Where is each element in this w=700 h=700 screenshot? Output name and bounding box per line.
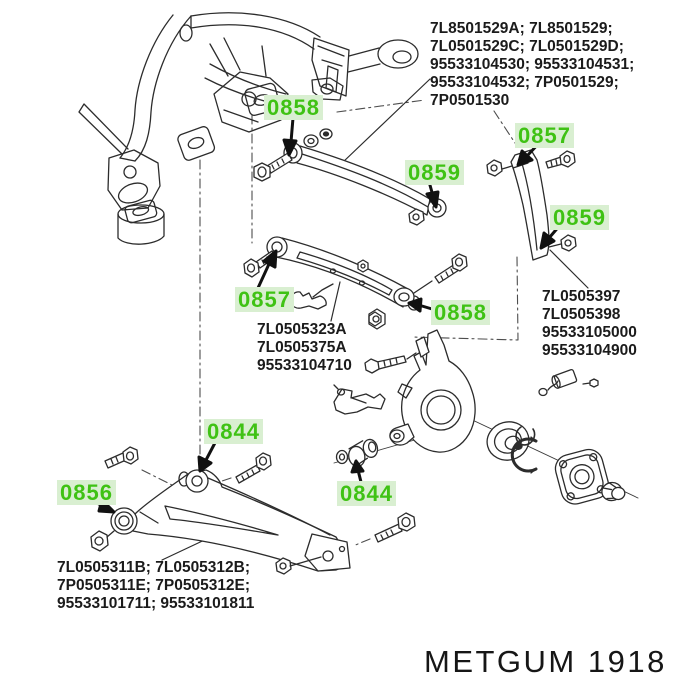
callout-0859-upper: 0859 bbox=[405, 160, 464, 186]
subframe-small-bracket bbox=[311, 77, 344, 101]
part-number-line: 7L0505323A bbox=[257, 321, 347, 338]
vertical-link bbox=[486, 149, 577, 261]
bolt bbox=[235, 452, 272, 484]
callout-0858-arm: 0858 bbox=[431, 300, 490, 326]
guide-bolt-rear bbox=[352, 538, 371, 547]
callout-0858-upper: 0858 bbox=[264, 95, 323, 121]
bolt bbox=[545, 150, 576, 169]
part-number-line: 95533104532; 7P0501529; bbox=[430, 74, 619, 91]
part-number-line: 7L8501529A; 7L8501529; bbox=[430, 20, 613, 37]
abs-sensor bbox=[538, 368, 599, 397]
part-number-line: 7P0505311E; 7P0505312E; bbox=[57, 577, 251, 594]
subframe-lower-plate bbox=[107, 149, 161, 211]
part-numbers-vertical-link: 7L0505397 7L0505398 95533105000 95533104… bbox=[542, 288, 637, 360]
axle-nut bbox=[601, 481, 626, 502]
callout-0844-knuckle: 0844 bbox=[337, 481, 396, 507]
snap-ring-small bbox=[515, 426, 536, 446]
part-number-line: 7L0501529C; 7L0501529D; bbox=[430, 38, 624, 55]
part-number-line: 7L0505398 bbox=[542, 306, 621, 323]
callout-arrows bbox=[89, 116, 563, 514]
guide-diagonal-top bbox=[336, 99, 426, 113]
part-number-line: 95533104900 bbox=[542, 342, 637, 359]
middle-control-arm bbox=[243, 236, 468, 330]
stone-guard-bracket bbox=[333, 384, 386, 415]
bolt bbox=[253, 152, 293, 182]
bracket-clip bbox=[288, 283, 334, 310]
callout-0857-arm: 0857 bbox=[235, 287, 294, 313]
nut bbox=[408, 208, 425, 226]
part-number-line: 7L0505311B; 7L0505312B; bbox=[57, 559, 251, 576]
nut-small bbox=[357, 259, 369, 273]
subframe-mount-cylinder bbox=[117, 199, 165, 245]
bushing-0844 bbox=[335, 438, 379, 468]
snap-ring bbox=[510, 436, 538, 474]
part-number-line: 7L0505375A bbox=[257, 339, 347, 356]
steering-knuckle bbox=[389, 329, 476, 453]
arm-front-bushing bbox=[110, 507, 138, 535]
pointer-upper-link-text bbox=[341, 78, 431, 164]
guide-bolt-topbushing bbox=[212, 477, 232, 485]
stabilizer-bar-tip bbox=[78, 103, 129, 155]
part-number-line: 95533104530; 95533104531; bbox=[430, 56, 635, 73]
part-number-line: 95533105000 bbox=[542, 324, 637, 341]
subframe-bushing-right bbox=[377, 39, 419, 69]
subframe-illustration bbox=[78, 12, 419, 245]
pointer-vertical-link-text bbox=[549, 249, 589, 289]
callout-0857-link: 0857 bbox=[515, 123, 574, 149]
bolt bbox=[413, 253, 468, 294]
bolt-horizontal bbox=[364, 352, 417, 374]
knuckle-assembly bbox=[333, 329, 626, 505]
callout-0856: 0856 bbox=[57, 480, 116, 506]
part-number-line: 7P0501530 bbox=[430, 92, 510, 109]
part-number-line: 95533101711; 95533101811 bbox=[57, 595, 255, 612]
pointer-middle-arm-text bbox=[330, 281, 341, 322]
washer bbox=[303, 134, 319, 148]
arm-rear-plate bbox=[304, 533, 351, 572]
wheel-hub bbox=[554, 448, 610, 505]
nut-0856 bbox=[90, 530, 115, 552]
callout-0859-link: 0859 bbox=[550, 205, 609, 231]
wheel-bearing bbox=[486, 421, 530, 461]
part-number-line: 95533104710 bbox=[257, 357, 352, 374]
guide-lines bbox=[141, 99, 519, 547]
part-number-line: 7L0505397 bbox=[542, 288, 621, 305]
bolt bbox=[104, 446, 139, 469]
nut-small bbox=[319, 128, 333, 140]
flange-nut bbox=[368, 308, 386, 330]
nut bbox=[548, 234, 577, 252]
part-numbers-upper-link: 7L8501529A; 7L8501529; 7L0501529C; 7L050… bbox=[430, 20, 634, 110]
guide-link-to-knuckle bbox=[411, 256, 519, 341]
arm-top-bushing bbox=[178, 469, 209, 493]
part-numbers-lower-arm: 7L0505311B; 7L0505312B; 7P0505311E; 7P05… bbox=[57, 559, 254, 613]
nut bbox=[486, 159, 513, 177]
bolt-long bbox=[374, 512, 416, 543]
nut bbox=[275, 556, 322, 575]
part-numbers-middle-arm: 7L0505323A 7L0505375A 95533104710 bbox=[257, 321, 352, 375]
callout-0844-arm: 0844 bbox=[204, 419, 263, 445]
brand-text: METGUM 1918 bbox=[424, 644, 667, 679]
lower-control-arm bbox=[90, 446, 416, 575]
guide-diagonal-top2 bbox=[493, 110, 518, 147]
